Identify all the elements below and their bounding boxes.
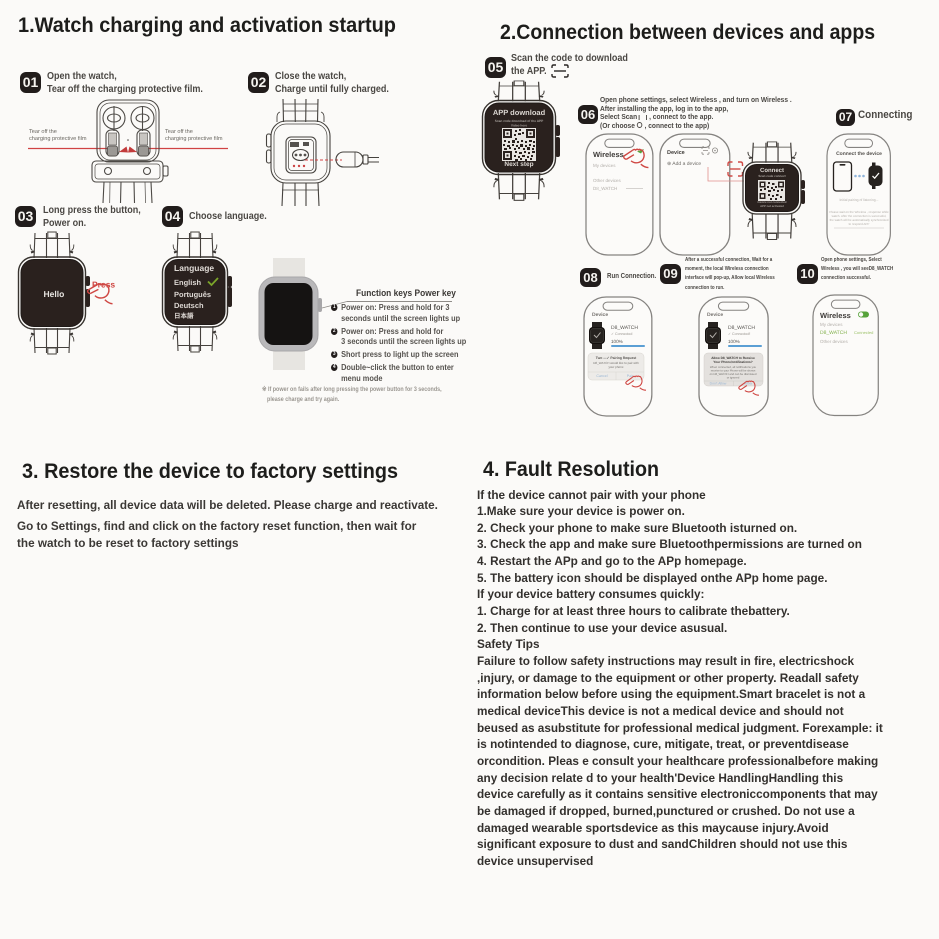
svg-text:Connect the device: Connect the device [836,151,882,157]
svg-text:Initial pairing of listening..: Initial pairing of listening... [839,198,878,202]
svg-text:Don't Allow: Don't Allow [710,382,727,386]
svg-text:Tear off the: Tear off the [165,128,193,135]
svg-text:on D8_WATCH and can be dismiss: on D8_WATCH and can be dismissed [710,372,757,376]
svg-text:Allow: Allow [744,382,753,386]
svg-text:Connected: Connected [854,330,873,335]
svg-text:to respond APP: to respond APP [849,222,870,226]
svg-text:Connect: Connect [760,167,784,174]
svg-text:Wireless: Wireless [593,150,624,159]
svg-text:Two —✓ Pairing Request: Two —✓ Pairing Request [596,356,637,360]
svg-text:When connected, all notificati: When connected, all notifications you [710,365,757,369]
svg-text:✓ Connected: ✓ Connected [611,332,632,336]
svg-text:Hello: Hello [44,289,65,299]
svg-text:✓ Connected!: ✓ Connected! [728,332,750,336]
svg-text:Please wait on the Wireless ,: Please wait on the Wireless , response w… [829,210,889,214]
svg-text:Other devices: Other devices [593,178,622,183]
svg-text:charging protective film: charging protective film [165,135,223,142]
svg-text:⊕ Add a device: ⊕ Add a device [667,161,701,167]
svg-text:English: English [174,278,202,287]
svg-text:Next step: Next step [504,161,533,168]
svg-text:Scan code download of the APP: Scan code download of the APP [495,119,544,123]
svg-text:My devices: My devices [593,163,616,168]
svg-text:the watch will be automaticall: the watch will be automatically synchron… [830,218,889,222]
svg-text:D8_WATCH: D8_WATCH [820,330,847,336]
svg-text:日本語: 日本語 [174,312,194,320]
svg-text:Device not connected: Device not connected [758,200,787,204]
svg-text:My devices: My devices [820,322,843,327]
svg-text:Cancel: Cancel [596,374,607,378]
svg-text:D8_WATCH would like to pair wi: D8_WATCH would like to pair with [593,361,639,365]
svg-text:Device: Device [592,312,608,318]
svg-text:100%: 100% [728,339,740,344]
svg-text:100%: 100% [611,339,623,344]
svg-text:watch. After the connection is: watch. After the connection is successfu… [832,214,887,218]
svg-text:Your Phone/notifications?: Your Phone/notifications? [713,360,752,364]
svg-text:Other devices: Other devices [820,339,849,344]
svg-text:Device: Device [667,150,685,156]
svg-text:Allow D8_WATCH to Receive: Allow D8_WATCH to Receive [711,356,755,360]
svg-text:Tear off the: Tear off the [29,128,57,135]
svg-text:APP download: APP download [493,108,546,117]
svg-text:receive to your Phone will be: receive to your Phone will be shown [711,369,756,373]
svg-text:Deutsch: Deutsch [174,301,204,310]
svg-text:Wireless: Wireless [820,311,851,320]
svg-text:charging protective film: charging protective film [29,135,87,142]
svg-text:Português: Português [174,290,211,299]
svg-text:D8_WATCH: D8_WATCH [593,186,617,191]
svg-text:Video here: Video here [511,124,527,128]
svg-text:Device: Device [707,312,723,318]
svg-text:D8_WATCH: D8_WATCH [611,325,638,331]
svg-text:or ignored: or ignored [727,376,740,380]
svg-text:D8_WATCH: D8_WATCH [728,325,755,331]
svg-text:your phone: your phone [608,365,623,369]
svg-text:Pair: Pair [627,374,634,378]
svg-text:Scan code connect: Scan code connect [758,174,785,178]
svg-text:Language: Language [174,263,214,273]
svg-text:APP not activated: APP not activated [760,204,784,208]
